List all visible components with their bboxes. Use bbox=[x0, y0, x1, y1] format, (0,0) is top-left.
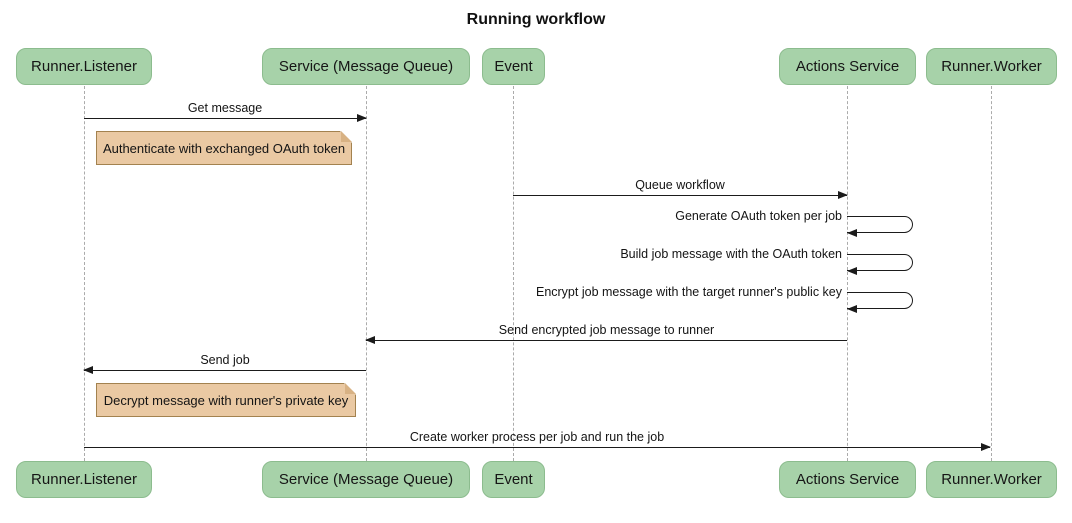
message-arrow-create-worker-process bbox=[84, 443, 991, 451]
message-label-send-encrypted-job-message: Send encrypted job message to runner bbox=[498, 323, 715, 337]
message-label-get-message: Get message bbox=[187, 101, 263, 115]
message-label-send-job: Send job bbox=[200, 353, 250, 367]
diagram-title: Running workflow bbox=[466, 11, 606, 28]
note-text: Decrypt message with runner's private ke… bbox=[103, 392, 349, 408]
lifeline-runner-listener bbox=[84, 86, 85, 461]
participant-top-runner-worker: Runner.Worker bbox=[926, 48, 1057, 85]
participant-top-service-message-queue: Service (Message Queue) bbox=[262, 48, 470, 85]
participant-top-event: Event bbox=[482, 48, 545, 85]
note-authenticate-oauth: Authenticate with exchanged OAuth token bbox=[96, 131, 352, 165]
arrowhead-right-icon bbox=[981, 443, 991, 451]
message-arrow-get-message bbox=[84, 114, 367, 122]
arrowhead-left-icon bbox=[83, 366, 93, 374]
message-label-encrypt-job-message: Encrypt job message with the target runn… bbox=[535, 285, 842, 299]
message-label-queue-workflow: Queue workflow bbox=[635, 178, 725, 192]
lifeline-service-message-queue bbox=[366, 86, 367, 461]
arrowhead-left-icon bbox=[847, 229, 857, 237]
participant-top-actions-service: Actions Service bbox=[779, 48, 916, 85]
note-text: Authenticate with exchanged OAuth token bbox=[102, 140, 346, 156]
message-arrow-queue-workflow bbox=[513, 191, 848, 199]
note-fold-corner-icon bbox=[340, 131, 352, 143]
lifeline-runner-worker bbox=[991, 86, 992, 461]
message-arrow-send-encrypted-job-message bbox=[365, 336, 847, 344]
message-arrow-send-job bbox=[83, 366, 366, 374]
arrowhead-right-icon bbox=[357, 114, 367, 122]
participant-top-runner-listener: Runner.Listener bbox=[16, 48, 152, 85]
note-fold-corner-icon bbox=[344, 383, 356, 395]
note-decrypt-private-key: Decrypt message with runner's private ke… bbox=[96, 383, 356, 417]
message-label-create-worker-process: Create worker process per job and run th… bbox=[409, 430, 665, 444]
arrowhead-right-icon bbox=[838, 191, 848, 199]
self-loop-encrypt-job-message bbox=[847, 292, 913, 313]
participant-bottom-runner-listener: Runner.Listener bbox=[16, 461, 152, 498]
lifeline-event bbox=[513, 86, 514, 461]
participant-bottom-event: Event bbox=[482, 461, 545, 498]
participant-bottom-runner-worker: Runner.Worker bbox=[926, 461, 1057, 498]
participant-bottom-actions-service: Actions Service bbox=[779, 461, 916, 498]
self-loop-build-job-message bbox=[847, 254, 913, 275]
arrowhead-left-icon bbox=[847, 267, 857, 275]
message-label-build-job-message: Build job message with the OAuth token bbox=[620, 247, 842, 261]
participant-bottom-service-message-queue: Service (Message Queue) bbox=[262, 461, 470, 498]
message-label-generate-oauth-token: Generate OAuth token per job bbox=[675, 209, 842, 223]
arrowhead-left-icon bbox=[365, 336, 375, 344]
self-loop-generate-oauth-token bbox=[847, 216, 913, 237]
arrowhead-left-icon bbox=[847, 305, 857, 313]
